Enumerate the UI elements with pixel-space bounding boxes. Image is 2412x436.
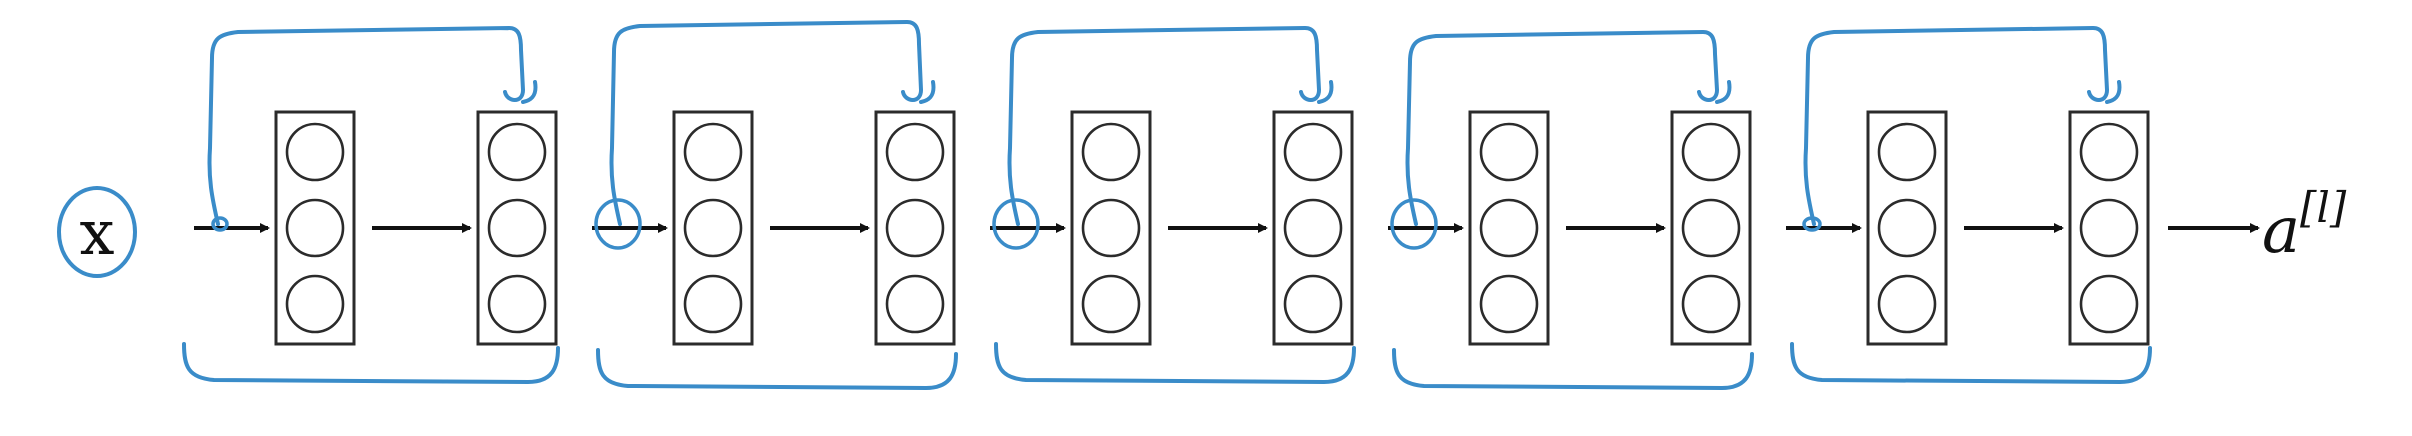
skip-junction: [594, 198, 642, 250]
neuron: [1081, 122, 1141, 182]
neuron: [1081, 198, 1141, 258]
block-brace: [182, 342, 560, 384]
layer: [874, 110, 956, 346]
neuron: [683, 122, 743, 182]
neuron: [1681, 122, 1741, 182]
neuron: [487, 198, 547, 258]
layer: [1866, 110, 1948, 346]
output-superscript: [l]: [2300, 183, 2347, 232]
block-brace: [1392, 348, 1754, 390]
block-braces: [182, 342, 2152, 390]
neuron: [2079, 198, 2139, 258]
neuron: [1479, 122, 1539, 182]
residual-block: [1468, 110, 1752, 346]
input-circle-annotation: [57, 186, 137, 278]
input-label: x: [80, 196, 115, 269]
skip-junction: [211, 216, 229, 232]
block-brace: [994, 342, 1356, 384]
neuron: [1283, 274, 1343, 334]
residual-block: [1070, 110, 1354, 346]
block-brace: [1790, 342, 2152, 384]
layer: [1272, 110, 1354, 346]
output-label: a: [2262, 194, 2300, 268]
layer: [1070, 110, 1152, 346]
neuron: [1283, 122, 1343, 182]
output-node: a [l]: [2262, 183, 2347, 268]
neuron: [285, 274, 345, 334]
neuron: [1877, 274, 1937, 334]
neuron: [1877, 198, 1937, 258]
neuron: [1681, 274, 1741, 334]
block-brace: [596, 348, 958, 390]
neuron: [683, 274, 743, 334]
neuron: [2079, 122, 2139, 182]
neuron: [1479, 274, 1539, 334]
layer: [476, 110, 558, 346]
neuron: [1479, 198, 1539, 258]
skip-connections: [207, 20, 2122, 250]
neuron: [487, 122, 547, 182]
neuron: [885, 198, 945, 258]
layer: [1468, 110, 1550, 346]
residual-block: [672, 110, 956, 346]
neuron: [285, 198, 345, 258]
skip-junction: [992, 198, 1040, 250]
layer: [1670, 110, 1752, 346]
neuron: [885, 274, 945, 334]
residual-blocks: [274, 110, 2150, 346]
skip-connection: [1803, 26, 2122, 226]
neuron: [885, 122, 945, 182]
neuron: [487, 274, 547, 334]
skip-junction: [1390, 198, 1438, 250]
neuron: [1681, 198, 1741, 258]
layer: [672, 110, 754, 346]
skip-connection: [609, 20, 936, 226]
residual-block: [1866, 110, 2150, 346]
neuron: [2079, 274, 2139, 334]
neuron: [1877, 122, 1937, 182]
layer: [274, 110, 356, 346]
layer: [2068, 110, 2150, 346]
skip-connection: [1405, 30, 1732, 226]
skip-connection: [207, 26, 538, 226]
neuron: [1283, 198, 1343, 258]
neuron: [285, 122, 345, 182]
input-node: x: [57, 186, 137, 278]
residual-block: [274, 110, 558, 346]
skip-connection: [1007, 26, 1334, 226]
neuron: [1081, 274, 1141, 334]
neuron: [683, 198, 743, 258]
